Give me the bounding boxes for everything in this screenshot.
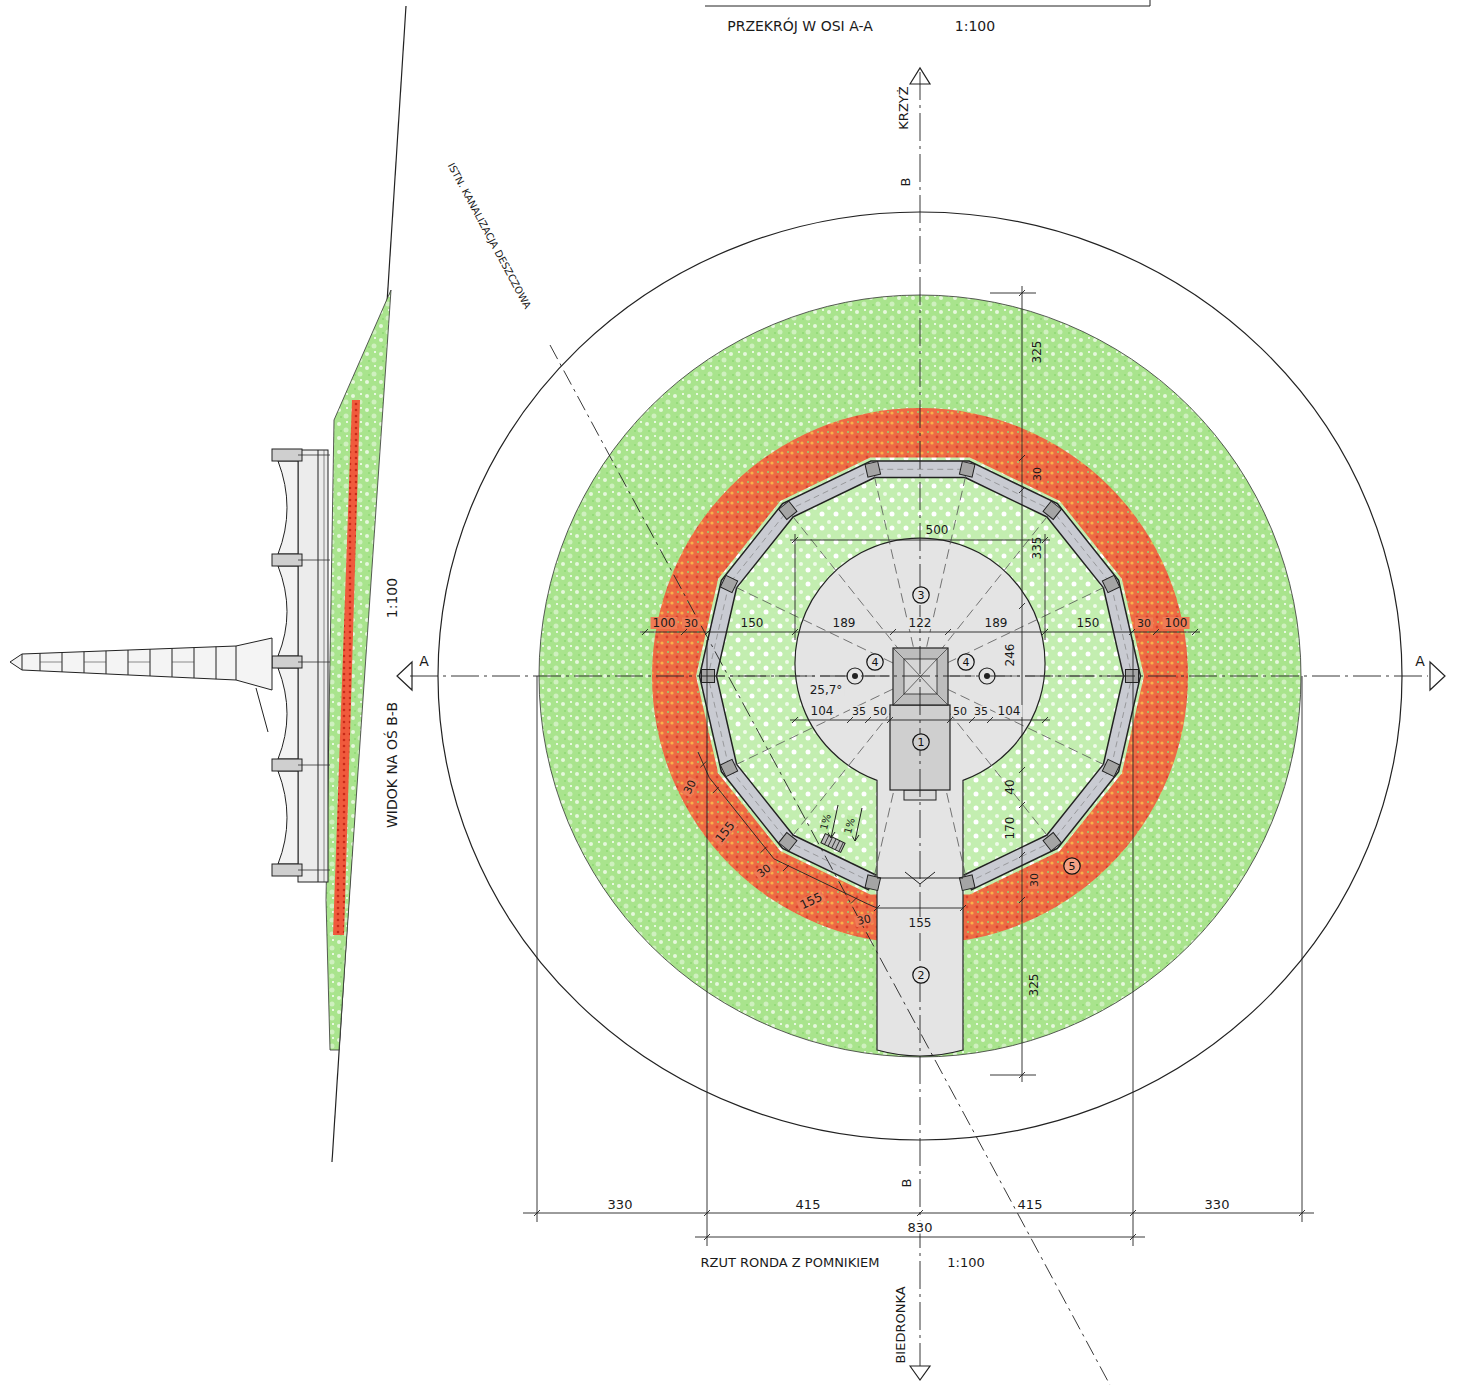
dimension: 30 [681, 777, 699, 798]
axis-letter: A [1415, 654, 1425, 668]
dimension: 325 [1028, 974, 1040, 997]
dimension: 170 [1004, 817, 1016, 840]
callout-number: 5 [1063, 857, 1081, 875]
callout-number: 4 [866, 653, 884, 671]
callout-number: 4 [957, 653, 975, 671]
dimension: 155 [796, 890, 825, 912]
scale-note: 1:100 [385, 578, 399, 618]
callout-number: 3 [912, 586, 930, 604]
dimension: 246 [1004, 642, 1016, 669]
dimension: 830 [906, 1221, 935, 1234]
dimension: 104 [996, 705, 1023, 717]
dimension: 155 [712, 818, 738, 847]
dimension: 150 [741, 617, 764, 629]
dimension: 40 [1004, 779, 1016, 794]
dimension: 30 [1135, 618, 1153, 629]
callout-text: 4 [866, 657, 884, 668]
slope-note: 1% [819, 811, 834, 833]
dimension: 155 [907, 917, 934, 929]
callout-outline [958, 654, 974, 670]
callout-outline [1064, 858, 1080, 874]
dimension: 100 [1163, 617, 1190, 629]
dimension: 330 [1205, 1198, 1230, 1211]
dimension: 30 [1032, 467, 1043, 481]
callout-text: 1 [912, 737, 930, 748]
dimension: 30 [754, 861, 775, 881]
callout-outline [913, 587, 929, 603]
drawing-caption: RZUT RONDA Z POMNIKIEM [701, 1256, 880, 1269]
dimension: 50 [871, 706, 889, 717]
axis-letter: B [899, 178, 912, 187]
dimension: 30 [682, 618, 700, 629]
dimension: 189 [983, 617, 1010, 629]
callout-text: 3 [912, 590, 930, 601]
dimension: 325 [1031, 341, 1043, 364]
dimension: 30 [1029, 871, 1040, 889]
callout-outline [867, 654, 883, 670]
slope-note: 1% [843, 815, 858, 837]
dimension: 415 [1016, 1198, 1045, 1211]
scale-note: 1:100 [947, 1256, 984, 1269]
callout-outline [913, 734, 929, 750]
view-title: WIDOK NA OŚ B-B [385, 702, 399, 828]
axis-direction: KRZYŻ [897, 86, 910, 129]
axis-letter: A [419, 654, 429, 668]
axis-letter: B [900, 1179, 913, 1188]
callout-text: 5 [1063, 861, 1081, 872]
angle-label: 25,7° [808, 684, 845, 696]
drawing-title: PRZEKRÓJ W OSI A-A [727, 19, 872, 33]
callout-number: 2 [912, 966, 930, 984]
scale-note: 1:100 [955, 19, 995, 33]
axis-direction: BIEDRONKA [894, 1286, 907, 1363]
dimension: 150 [1077, 617, 1100, 629]
dimension: 100 [651, 617, 678, 629]
dimension: 415 [796, 1198, 821, 1211]
dimension: 35 [972, 706, 990, 717]
utility-note: ISTN. KANALIZACJA DESZCZOWA [446, 162, 532, 311]
callout-text: 2 [912, 970, 930, 981]
dimension: 30 [854, 913, 874, 928]
dimension: 500 [926, 524, 949, 536]
dimension: 189 [831, 617, 858, 629]
dimension: 122 [907, 617, 934, 629]
dimension: 35 [850, 706, 868, 717]
dimension: 50 [951, 706, 969, 717]
dimension: 104 [809, 705, 836, 717]
dimension: 330 [608, 1198, 633, 1211]
callout-number: 1 [912, 733, 930, 751]
dimension: 335 [1031, 537, 1043, 560]
callout-text: 4 [957, 657, 975, 668]
callout-outline [913, 967, 929, 983]
